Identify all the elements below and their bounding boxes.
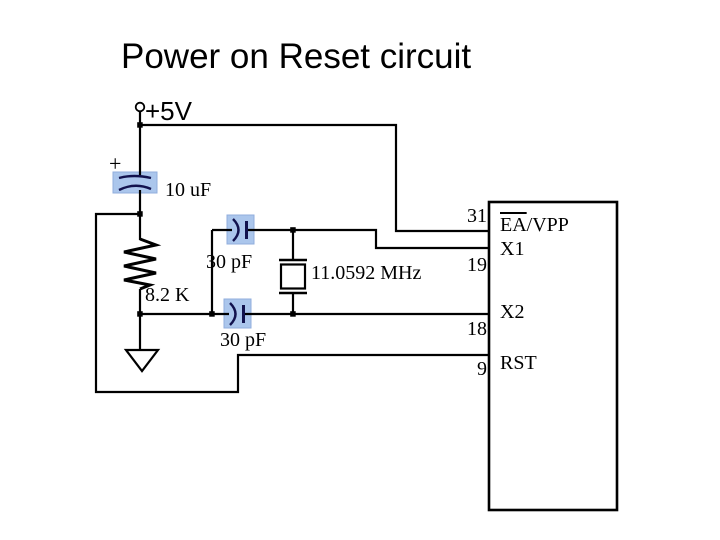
junction-dot [209, 311, 215, 317]
electrolytic-capacitor-symbol [118, 174, 152, 192]
x1-wire [246, 228, 490, 250]
cap-top-curved-plate [232, 218, 240, 242]
cap-bottom-value: 30 pF [220, 329, 267, 351]
cap-top-symbol [232, 218, 248, 242]
pin-label-ea-overlined: EA [500, 214, 527, 236]
junction-dot [290, 311, 296, 317]
pin-label-x2: X2 [500, 301, 525, 323]
cap-top-value: 30 pF [206, 251, 253, 273]
pin-label-rst: RST [500, 352, 537, 374]
reset-loop-wire [94, 212, 490, 394]
pin-number-31: 31 [467, 205, 487, 227]
crystal-plates [279, 258, 307, 295]
power-rail-wire [138, 111, 490, 233]
pin-number-19: 19 [467, 254, 487, 276]
chip-body [487, 200, 619, 512]
power-terminal-icon [134, 101, 146, 113]
junction-dots [137, 122, 296, 317]
junction-dot [137, 211, 143, 217]
pin-label-ea-vpp: EA/VPP [500, 214, 569, 237]
pin-label-ea-rest: /VPP [526, 214, 569, 236]
junction-dot [137, 122, 143, 128]
pin-number-9: 9 [477, 358, 487, 380]
ground-icon [123, 348, 161, 373]
resistor-symbol [123, 237, 162, 291]
pin-number-18: 18 [467, 318, 487, 340]
crystal-symbol [279, 258, 307, 295]
junction-dot [290, 227, 296, 233]
cap-polarity-label: + [109, 151, 122, 176]
cap-bottom-symbol [229, 302, 245, 326]
cap-plate-top [118, 174, 152, 180]
electrolytic-cap-value: 10 uF [165, 179, 212, 201]
resistor-value: 8.2 K [145, 284, 190, 306]
pin-label-x1: X1 [500, 238, 525, 260]
supply-voltage-label: +5V [145, 96, 192, 126]
crystal-value: 11.0592 MHz [311, 262, 422, 284]
wires [94, 111, 490, 394]
cap-plate-bottom [118, 184, 152, 192]
crystal-box [279, 263, 307, 290]
junction-dot [137, 311, 143, 317]
cap-bottom-curved-plate [229, 302, 237, 326]
slide-title: Power on Reset circuit [121, 37, 472, 76]
